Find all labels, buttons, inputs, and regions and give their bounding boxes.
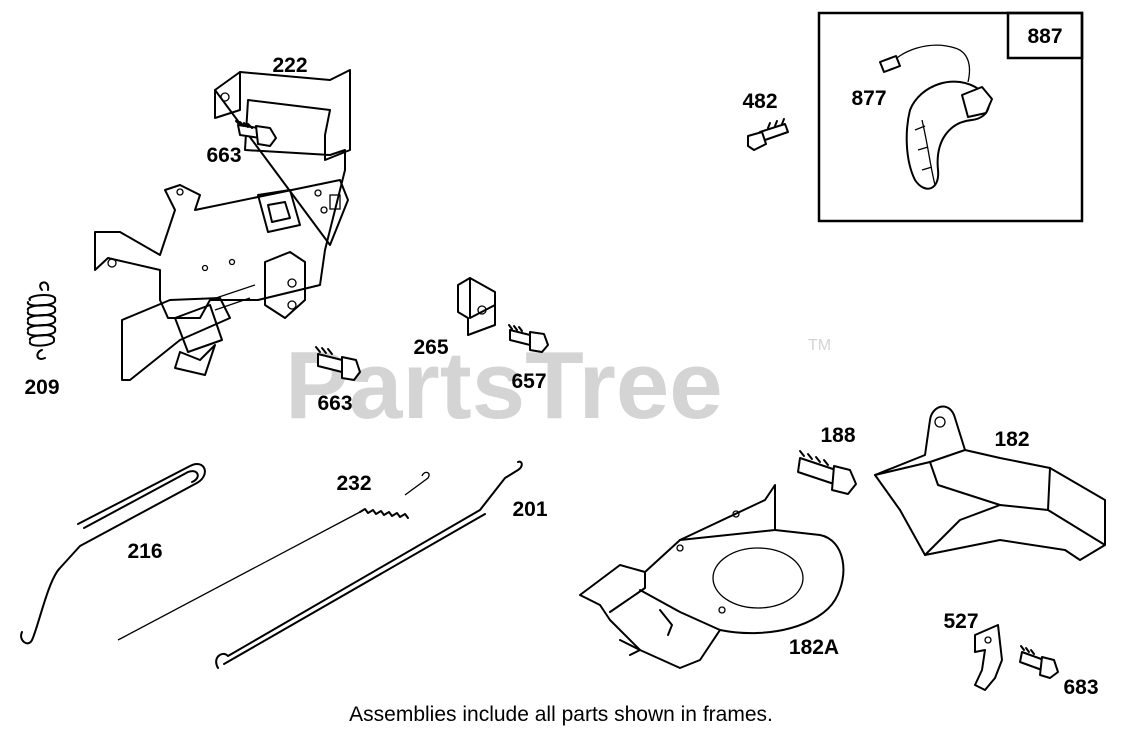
- part-label-182[interactable]: 182: [994, 428, 1029, 451]
- part-label-232[interactable]: 232: [336, 472, 371, 495]
- part-label-527[interactable]: 527: [943, 610, 978, 633]
- part-222-drawing: [94, 69, 351, 381]
- part-label-657[interactable]: 657: [511, 370, 546, 393]
- part-663-upper-drawing: [235, 120, 277, 147]
- part-188-drawing: [797, 450, 857, 495]
- part-label-663-upper[interactable]: 663: [206, 144, 241, 167]
- part-label-663-lower[interactable]: 663: [317, 392, 352, 415]
- part-label-482[interactable]: 482: [742, 90, 777, 113]
- part-label-201[interactable]: 201: [512, 498, 547, 521]
- part-182-drawing: [874, 405, 1106, 561]
- assembly-frame-887: [817, 11, 1084, 223]
- assembly-note: Assemblies include all parts shown in fr…: [349, 703, 773, 726]
- part-label-216[interactable]: 216: [127, 540, 162, 563]
- part-663-lower-drawing: [315, 346, 361, 381]
- part-label-209[interactable]: 209: [24, 376, 59, 399]
- part-482-drawing: [747, 118, 789, 151]
- part-label-222[interactable]: 222: [272, 54, 307, 77]
- trademark-mark: TM: [808, 337, 831, 354]
- part-527-drawing: [974, 624, 1003, 691]
- part-683-drawing: [1019, 645, 1059, 679]
- part-label-188[interactable]: 188: [820, 424, 855, 447]
- part-209-drawing: [26, 281, 57, 360]
- part-232-drawing: [117, 471, 430, 641]
- part-657-drawing: [508, 324, 549, 353]
- part-265-drawing: [457, 277, 496, 336]
- part-label-877[interactable]: 877: [851, 87, 886, 110]
- part-201-drawing: [215, 460, 523, 669]
- part-877-drawing: [879, 44, 993, 190]
- part-label-182A[interactable]: 182A: [789, 636, 839, 659]
- part-216-drawing: [20, 463, 206, 645]
- frame-label-887[interactable]: 887: [1027, 25, 1062, 48]
- part-label-265[interactable]: 265: [413, 336, 448, 359]
- part-182A-drawing: [579, 484, 845, 669]
- parts-tree-watermark: PartsTree: [285, 332, 723, 439]
- part-label-683[interactable]: 683: [1063, 676, 1098, 699]
